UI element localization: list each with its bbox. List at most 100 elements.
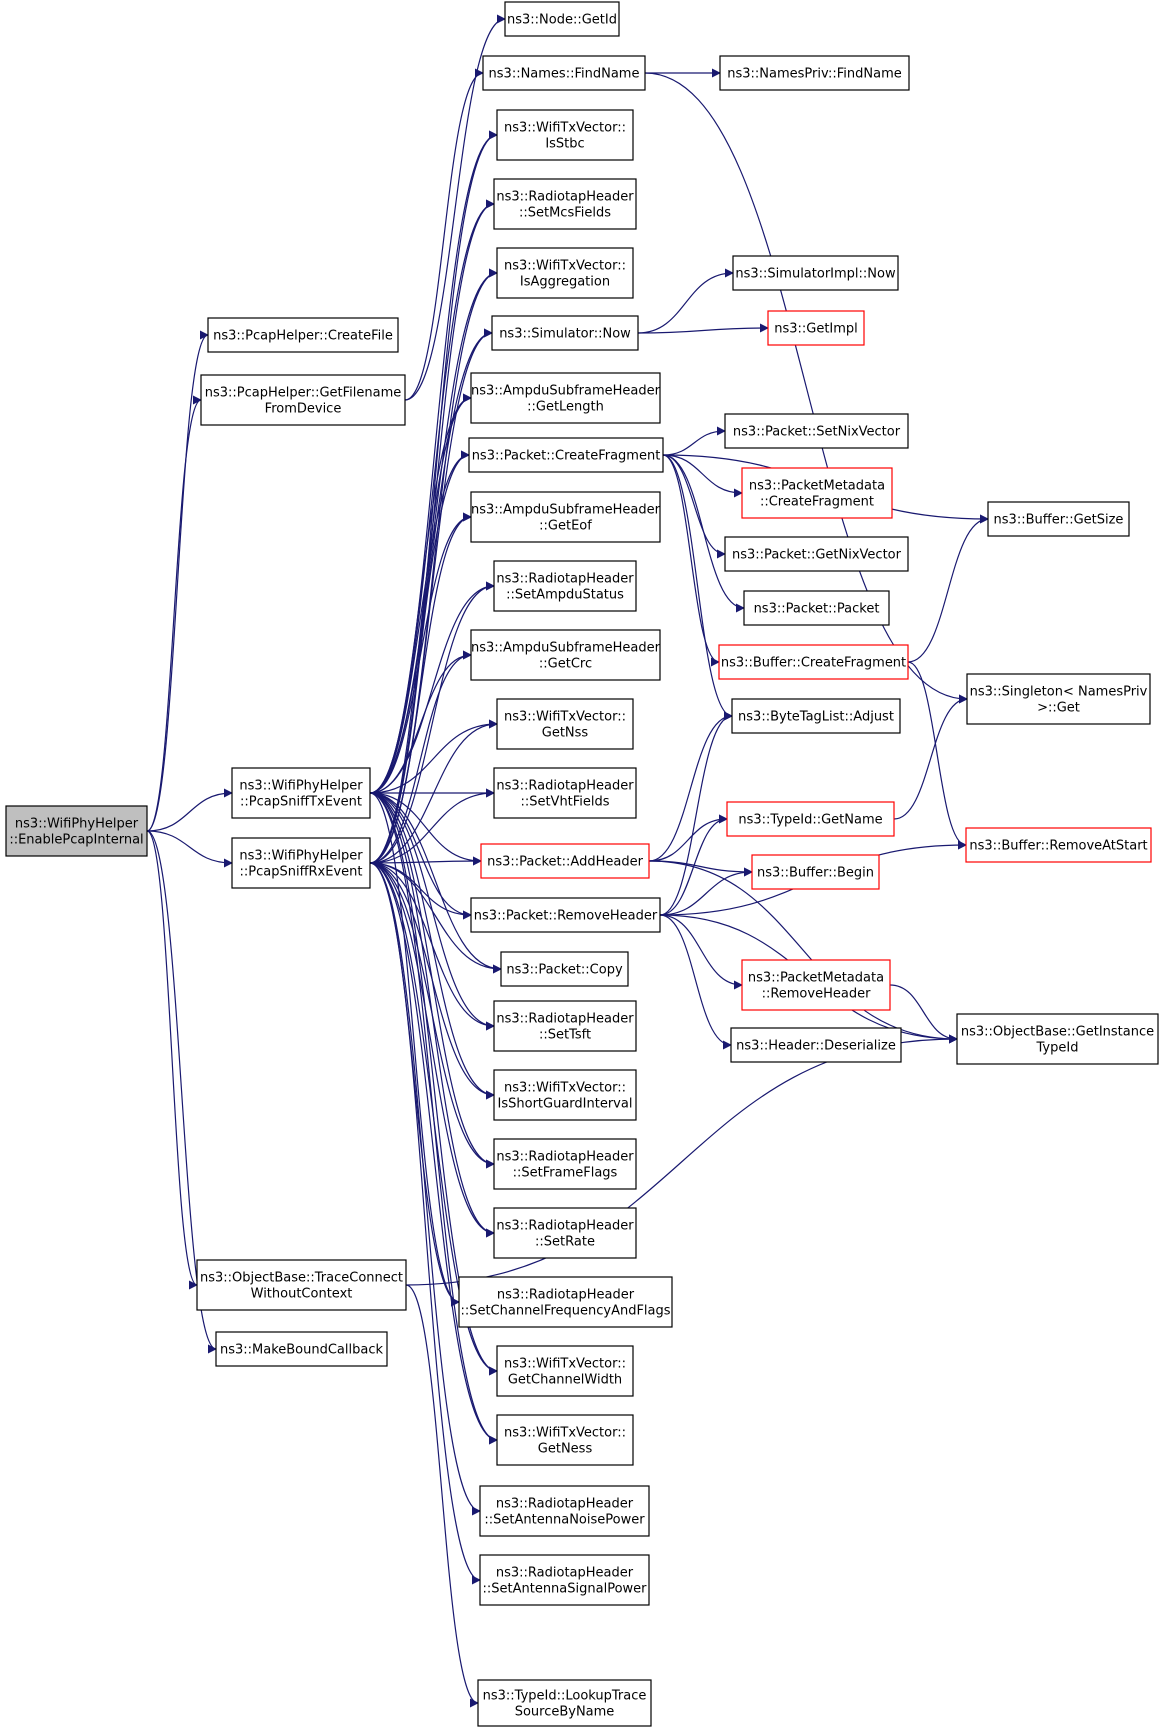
node-makebound[interactable]: ns3::MakeBoundCallback <box>215 1331 388 1367</box>
node-removeheader[interactable]: ns3::Packet::RemoveHeader <box>470 897 661 933</box>
node-packetctor[interactable]: ns3::Packet::Packet <box>743 590 890 626</box>
node-setampdu[interactable]: ns3::RadiotapHeader::SetAmpduStatus <box>493 560 637 612</box>
node-box <box>5 805 148 857</box>
node-label: ns3::PacketMetadata <box>749 479 885 494</box>
edge-removeheader-to-pmremoveheader <box>659 914 743 990</box>
edge-addheader-to-typeidgetname <box>648 814 728 862</box>
node-ampducrc[interactable]: ns3::AmpduSubframeHeader::GetCrc <box>470 629 661 681</box>
edge-rx-to-setampdu <box>369 581 495 864</box>
edge-bufcreatefrag-to-removeatstart <box>907 661 967 850</box>
node-label: ns3::AmpduSubframeHeader <box>471 384 661 399</box>
edge-addheader-to-bytetagadjust <box>648 711 733 862</box>
node-root[interactable]: ns3::WifiPhyHelper::EnablePcapInternal <box>5 805 148 857</box>
node-rx[interactable]: ns3::WifiPhyHelper::PcapSniffRxEvent <box>231 837 371 889</box>
node-settsft[interactable]: ns3::RadiotapHeader::SetTsft <box>493 1000 637 1052</box>
edge-removeheader-to-bufbegin <box>659 867 753 916</box>
node-box <box>724 536 909 572</box>
node-box <box>741 467 893 519</box>
node-removeatstart[interactable]: ns3::Buffer::RemoveAtStart <box>965 827 1152 863</box>
node-getchwidth[interactable]: ns3::WifiTxVector::GetChannelWidth <box>496 1345 634 1397</box>
edge-tx-to-setchannel <box>369 792 460 1307</box>
node-label: GetChannelWidth <box>508 1373 622 1388</box>
node-addheader[interactable]: ns3::Packet::AddHeader <box>480 843 650 879</box>
node-bufgetsize[interactable]: ns3::Buffer::GetSize <box>987 501 1130 537</box>
node-namesprivfind[interactable]: ns3::NamesPriv::FindName <box>719 55 910 91</box>
node-getness[interactable]: ns3::WifiTxVector::GetNess <box>496 1414 634 1466</box>
node-box <box>751 854 880 890</box>
node-pmcreatefrag[interactable]: ns3::PacketMetadata::CreateFragment <box>741 467 893 519</box>
node-singleton[interactable]: ns3::Singleton< NamesPriv>::Get <box>966 673 1151 725</box>
node-box <box>491 315 639 351</box>
node-isshortgi[interactable]: ns3::WifiTxVector::IsShortGuardInterval <box>493 1069 637 1121</box>
edge-layer <box>146 14 989 1708</box>
edge-tx-to-getnss <box>369 719 498 794</box>
node-copy[interactable]: ns3::Packet::Copy <box>500 951 629 987</box>
node-tx[interactable]: ns3::WifiPhyHelper::PcapSniffTxEvent <box>231 767 371 819</box>
edge-root-to-createfile <box>146 330 209 832</box>
node-box <box>200 374 406 426</box>
node-traceconnect[interactable]: ns3::ObjectBase::TraceConnectWithoutCont… <box>196 1259 407 1311</box>
node-label: TypeId <box>1036 1041 1079 1056</box>
node-setframeflags[interactable]: ns3::RadiotapHeader::SetFrameFlags <box>493 1138 637 1190</box>
node-ampdulen[interactable]: ns3::AmpduSubframeHeader::GetLength <box>470 372 661 424</box>
node-label: ns3::Buffer::RemoveAtStart <box>969 839 1147 854</box>
node-label: WithoutContext <box>251 1287 353 1302</box>
node-simnow[interactable]: ns3::Simulator::Now <box>491 315 639 351</box>
node-layer: ns3::WifiPhyHelper::EnablePcapInternalns… <box>5 1 1159 1727</box>
node-box <box>731 698 901 734</box>
node-createfile[interactable]: ns3::PcapHelper::CreateFile <box>207 317 399 353</box>
node-label: ns3::Packet::Packet <box>754 602 880 617</box>
node-deserialize[interactable]: ns3::Header::Deserialize <box>730 1027 902 1063</box>
node-setchannel[interactable]: ns3::RadiotapHeader::SetChannelFrequency… <box>458 1276 673 1328</box>
node-label: ns3::RadiotapHeader <box>496 572 634 587</box>
node-label: ::GetLength <box>527 400 604 415</box>
node-bufcreatefrag[interactable]: ns3::Buffer::CreateFragment <box>718 644 909 680</box>
edge-rx-to-isshortgi <box>369 862 495 1100</box>
node-ampdueof[interactable]: ns3::AmpduSubframeHeader::GetEof <box>470 491 661 543</box>
node-box <box>470 372 661 424</box>
node-isaggr[interactable]: ns3::WifiTxVector::IsAggregation <box>496 247 634 299</box>
node-setmcs[interactable]: ns3::RadiotapHeader::SetMcsFields <box>493 178 637 230</box>
node-box <box>730 1027 902 1063</box>
node-label: ns3::WifiTxVector:: <box>504 259 626 274</box>
edge-root-to-makebound <box>146 830 217 1354</box>
node-getnix[interactable]: ns3::Packet::GetNixVector <box>724 536 909 572</box>
node-bufbegin[interactable]: ns3::Buffer::Begin <box>751 854 880 890</box>
node-setvht[interactable]: ns3::RadiotapHeader::SetVhtFields <box>493 767 637 819</box>
node-nodegetid[interactable]: ns3::Node::GetId <box>504 1 620 37</box>
node-label: ns3::AmpduSubframeHeader <box>471 503 661 518</box>
node-box <box>479 1485 650 1537</box>
node-isstbc[interactable]: ns3::WifiTxVector::IsStbc <box>496 109 634 161</box>
node-label: ns3::RadiotapHeader <box>496 1012 634 1027</box>
node-label: ns3::TypeId::LookupTrace <box>483 1689 647 1704</box>
node-findname[interactable]: ns3::Names::FindName <box>482 55 646 91</box>
node-setsignal[interactable]: ns3::RadiotapHeader::SetAntennaSignalPow… <box>479 1554 650 1606</box>
node-typeidgetname[interactable]: ns3::TypeId::GetName <box>726 801 895 837</box>
node-pmremoveheader[interactable]: ns3::PacketMetadata::RemoveHeader <box>741 959 891 1011</box>
node-box <box>956 1013 1159 1065</box>
node-setnoise[interactable]: ns3::RadiotapHeader::SetAntennaNoisePowe… <box>479 1485 650 1537</box>
node-box <box>496 1345 634 1397</box>
node-simimplnow[interactable]: ns3::SimulatorImpl::Now <box>732 255 899 291</box>
node-label: ::PcapSniffRxEvent <box>240 865 363 880</box>
node-getnss[interactable]: ns3::WifiTxVector::GetNss <box>496 698 634 750</box>
node-box <box>482 55 646 91</box>
node-label: ns3::RadiotapHeader <box>496 1219 634 1234</box>
node-createfrag[interactable]: ns3::Packet::CreateFragment <box>468 437 664 473</box>
node-setrate[interactable]: ns3::RadiotapHeader::SetRate <box>493 1207 637 1259</box>
edge-rx-to-setnoise <box>369 862 481 1516</box>
node-getimpl[interactable]: ns3::GetImpl <box>767 310 865 346</box>
node-label: ns3::Node::GetId <box>507 13 617 28</box>
node-label: ns3::AmpduSubframeHeader <box>471 641 661 656</box>
node-bytetagadjust[interactable]: ns3::ByteTagList::Adjust <box>731 698 901 734</box>
edge-traceconnect-to-lookuptrace <box>405 1284 479 1708</box>
node-setnix[interactable]: ns3::Packet::SetNixVector <box>724 413 909 449</box>
node-box <box>496 698 634 750</box>
node-box <box>458 1276 673 1328</box>
node-label: ::RemoveHeader <box>762 987 872 1002</box>
edge-root-to-traceconnect <box>146 830 198 1290</box>
node-box <box>741 959 891 1011</box>
